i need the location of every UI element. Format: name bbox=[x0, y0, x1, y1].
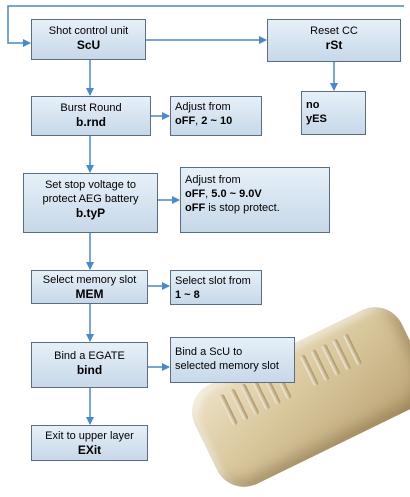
option-off: oFF bbox=[185, 188, 206, 200]
option-yes: yES bbox=[306, 113, 327, 125]
node-label: Burst Round bbox=[60, 102, 122, 114]
node-label-line2: selected memory slot bbox=[175, 360, 279, 372]
node-options: oFF, 2 ~ 10 bbox=[175, 114, 261, 128]
node-code: ScU bbox=[76, 38, 101, 52]
node-label: Reset CC bbox=[310, 25, 358, 37]
node-options: oFF, 5.0 ~ 9.0V bbox=[185, 187, 329, 201]
option-range: 2 ~ 10 bbox=[201, 115, 233, 127]
node-label: Shot control unit bbox=[48, 25, 129, 37]
option-range: 1 ~ 8 bbox=[175, 289, 200, 301]
option-range: 5.0 ~ 9.0V bbox=[211, 188, 262, 200]
node-code: b.tyP bbox=[75, 206, 106, 220]
note-text: is stop protect. bbox=[205, 202, 280, 214]
node-burst-round: Burst Round b.rnd bbox=[31, 96, 151, 136]
loop-back-connector bbox=[7, 5, 404, 47]
option-off: oFF bbox=[175, 115, 196, 127]
node-label: Adjust from bbox=[175, 101, 231, 113]
node-memory-slot-adjust: Select slot from 1 ~ 8 bbox=[170, 270, 262, 305]
node-reset-cc: Reset CC rSt bbox=[267, 19, 401, 62]
flowchart-connectors bbox=[7, 5, 404, 425]
node-code: EXit bbox=[77, 443, 102, 457]
node-label: Bind a ScU to bbox=[175, 346, 243, 358]
node-exit: Exit to upper layer EXit bbox=[31, 425, 148, 461]
node-label: Set stop voltage to bbox=[44, 179, 137, 191]
node-label: Bind a EGATE bbox=[54, 350, 125, 362]
node-label: Select slot from bbox=[175, 275, 251, 287]
node-label: Select memory slot bbox=[42, 274, 137, 286]
node-note: oFF is stop protect. bbox=[185, 201, 329, 215]
node-code: bind bbox=[76, 363, 103, 377]
node-stop-voltage: Set stop voltage to protect AEG battery … bbox=[23, 173, 158, 233]
node-label: Adjust from bbox=[185, 174, 241, 186]
node-bind-description: Bind a ScU to selected memory slot bbox=[170, 337, 295, 383]
node-burst-adjust: Adjust from oFF, 2 ~ 10 bbox=[170, 96, 262, 136]
option-no: no bbox=[306, 99, 320, 111]
option-separator: , bbox=[195, 115, 202, 127]
node-label-line2: protect AEG battery bbox=[42, 193, 139, 205]
node-code: rSt bbox=[325, 38, 343, 52]
node-bind-egate: Bind a EGATE bind bbox=[31, 342, 148, 388]
option-separator: , bbox=[205, 188, 212, 200]
node-stop-voltage-adjust: Adjust from oFF, 5.0 ~ 9.0V oFF is stop … bbox=[180, 167, 330, 233]
note-key: oFF bbox=[185, 202, 206, 214]
node-label: Exit to upper layer bbox=[45, 430, 134, 442]
node-shot-control-unit: Shot control unit ScU bbox=[31, 19, 146, 60]
node-code: MEM bbox=[75, 287, 104, 301]
node-reset-options: no yES bbox=[301, 91, 366, 135]
node-memory-slot: Select memory slot MEM bbox=[31, 270, 148, 304]
node-code: b.rnd bbox=[76, 115, 106, 129]
